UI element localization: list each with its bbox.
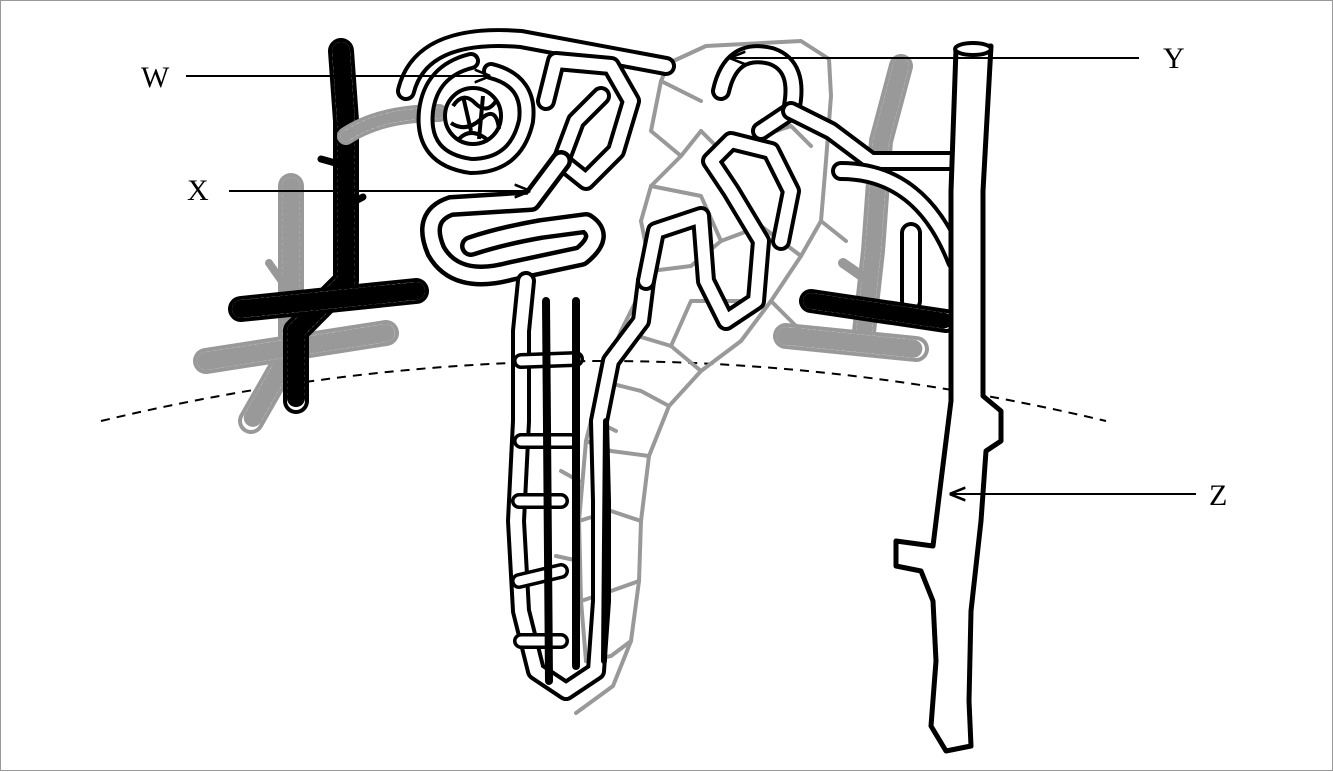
collecting-duct — [896, 43, 1001, 751]
label-z: Z — [1209, 479, 1227, 512]
label-w: W — [141, 61, 170, 94]
label-y: Y — [1163, 42, 1185, 75]
label-x: X — [187, 174, 209, 207]
